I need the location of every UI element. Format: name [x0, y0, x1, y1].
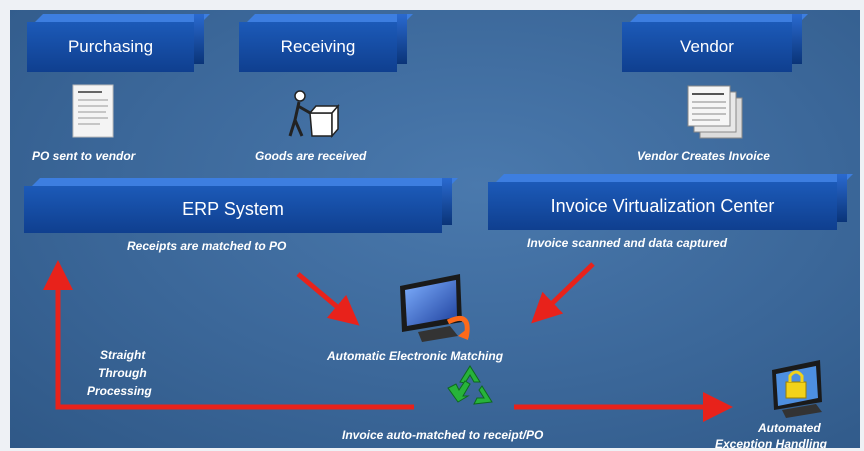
auto-matching-caption: Automatic Electronic Matching — [327, 349, 504, 363]
document-icon — [72, 84, 114, 138]
stp-line-1: Straight — [100, 348, 146, 362]
auto-matched-caption: Invoice auto-matched to receipt/PO — [342, 428, 544, 442]
purchasing-box: Purchasing — [27, 14, 210, 72]
invoice-scanned-caption: Invoice scanned and data captured — [527, 236, 728, 250]
diagram-canvas: Purchasing Receiving Vendor ERP System I… — [10, 10, 860, 448]
stp-line-2: Through — [98, 366, 147, 380]
receiving-box: Receiving — [239, 14, 413, 72]
computer-monitor-icon — [400, 274, 470, 342]
erp-to-matching-arrow — [296, 272, 360, 326]
lock-monitor-icon — [772, 360, 822, 418]
goods-received-caption: Goods are received — [255, 149, 367, 163]
exception-line-2: Exception Handling — [715, 437, 828, 448]
receiving-label: Receiving — [239, 22, 397, 72]
ivc-to-matching-arrow — [531, 262, 595, 324]
receipts-matched-caption: Receipts are matched to PO — [127, 239, 287, 253]
straight-through-arrow — [43, 260, 414, 410]
ivc-box: Invoice Virtualization Center — [488, 174, 853, 230]
vendor-box: Vendor — [622, 14, 808, 72]
ivc-label: Invoice Virtualization Center — [488, 182, 837, 230]
exception-line-1: Automated — [758, 421, 821, 435]
invoice-stack-icon — [687, 85, 743, 139]
stp-line-3: Processing — [87, 384, 152, 398]
person-box-icon — [288, 90, 340, 139]
po-sent-caption: PO sent to vendor — [32, 149, 136, 163]
erp-system-label: ERP System — [24, 186, 442, 233]
erp-system-box: ERP System — [24, 178, 458, 233]
diagram-graphics — [43, 84, 822, 422]
vendor-label: Vendor — [622, 22, 792, 72]
recycle-icon — [447, 365, 493, 405]
vendor-invoice-caption: Vendor Creates Invoice — [637, 149, 770, 163]
purchasing-label: Purchasing — [27, 22, 194, 72]
